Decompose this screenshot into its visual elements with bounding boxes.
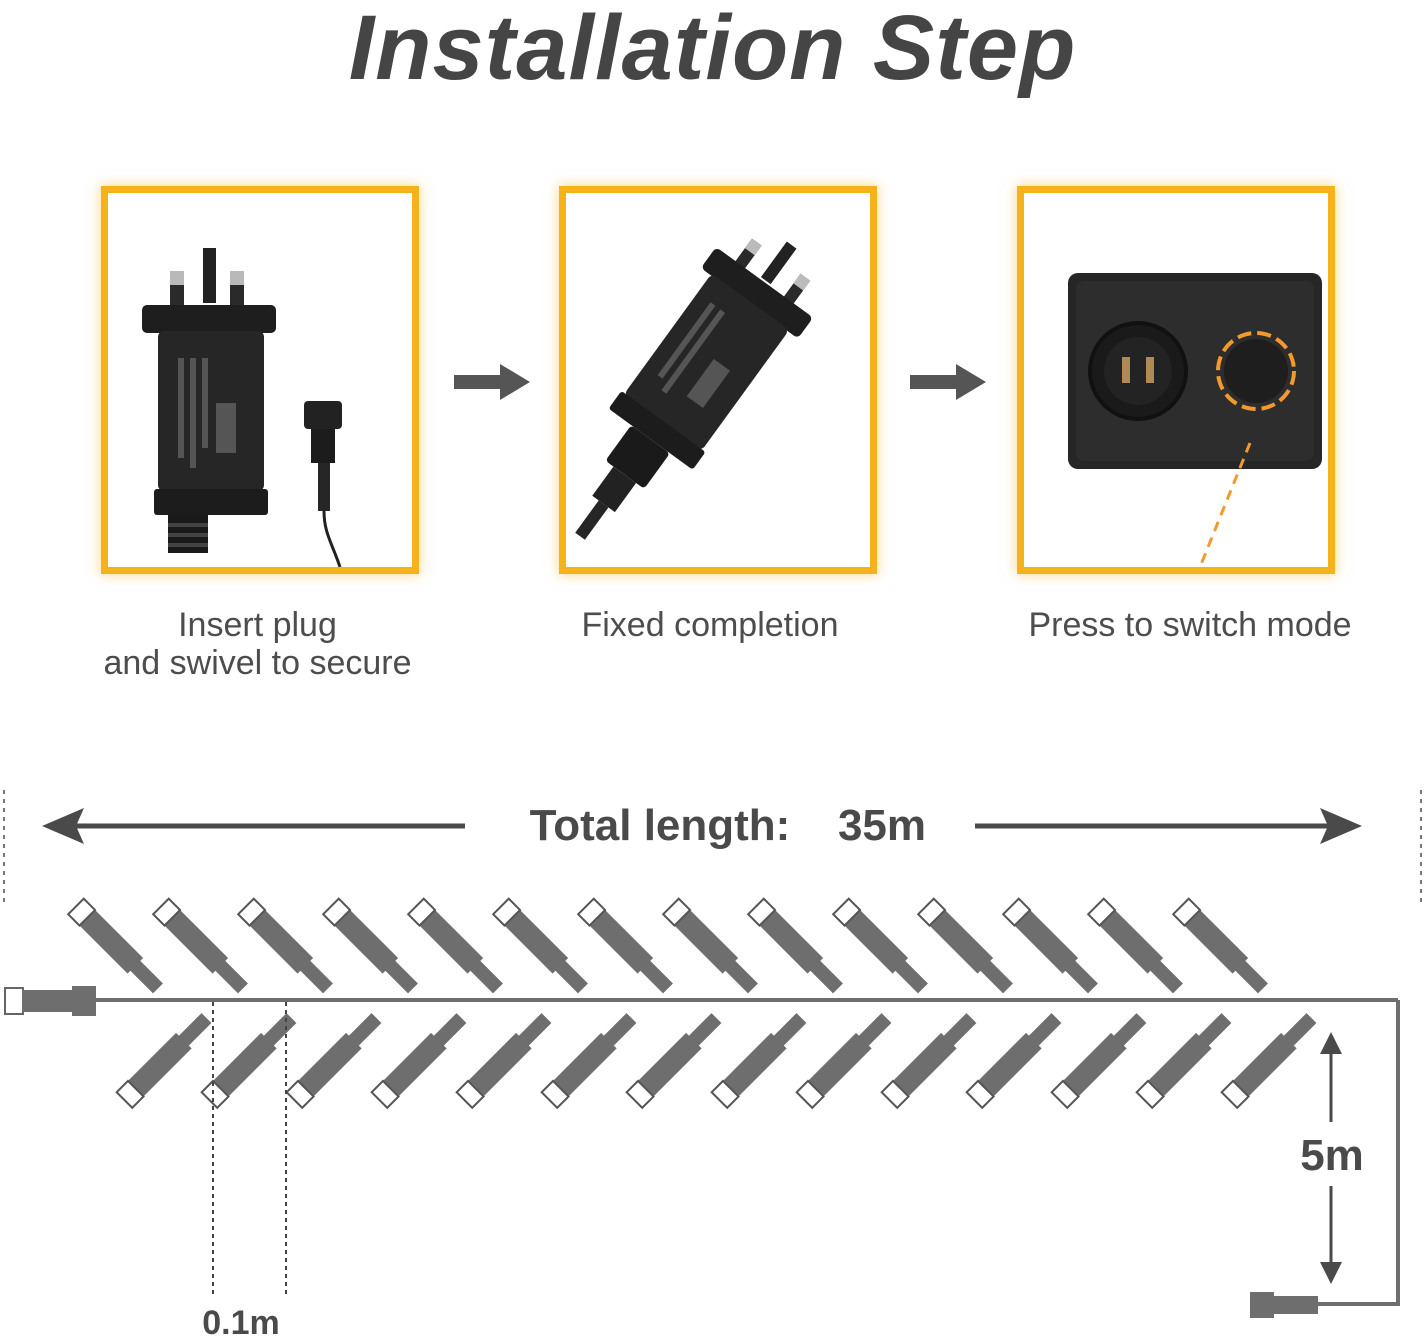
- bulb-spacing-label: 0.1m: [202, 1304, 280, 1338]
- bulb-lower: [1135, 1013, 1232, 1110]
- power-adapter-icon: [142, 248, 342, 567]
- bulb-lower: [880, 1013, 977, 1110]
- step-2-caption-line1: Fixed completion: [581, 606, 839, 644]
- bulb-upper: [661, 897, 758, 994]
- bulb-group: [66, 897, 1317, 1110]
- bulb-upper: [151, 897, 248, 994]
- bulb-upper: [491, 897, 588, 994]
- arrow-right-icon: [910, 364, 986, 400]
- bulb-upper: [406, 897, 503, 994]
- total-length-label: Total length:: [530, 801, 791, 850]
- bulb-lower: [1050, 1013, 1147, 1110]
- step-2-panel: [559, 186, 877, 574]
- step-1-panel: [101, 186, 419, 574]
- spacing-markers: [212, 1002, 287, 1294]
- bulb-upper: [321, 897, 418, 994]
- bulb-upper: [66, 897, 163, 994]
- bulb-upper: [576, 897, 673, 994]
- bulb-lower: [540, 1013, 637, 1110]
- bulb-lower: [455, 1013, 552, 1110]
- step-3-caption: Press to switch mode: [970, 606, 1410, 644]
- bulb-upper: [1171, 897, 1268, 994]
- end-connector: [1250, 1292, 1318, 1318]
- step-1-caption-line2: and swivel to secure: [103, 644, 412, 682]
- bulb-upper: [1086, 897, 1183, 994]
- bulb-upper: [236, 897, 333, 994]
- bulb-lower: [625, 1013, 722, 1110]
- adapter-connected-icon: [575, 238, 812, 540]
- lead-length-arrow: [1320, 1032, 1342, 1284]
- input-connector: [4, 986, 96, 1016]
- total-length-value: 35m: [838, 801, 926, 850]
- bulb-lower: [285, 1013, 382, 1110]
- step-1-caption: Insert plug and swivel to secure: [40, 606, 475, 682]
- bulb-lower: [370, 1013, 467, 1110]
- arrow-right-icon: [454, 364, 530, 400]
- bulb-lower: [965, 1013, 1062, 1110]
- bulb-upper: [831, 897, 928, 994]
- bulb-upper: [1001, 897, 1098, 994]
- bulb-lower: [115, 1013, 212, 1110]
- bulb-lower: [1220, 1013, 1317, 1110]
- bulb-upper: [916, 897, 1013, 994]
- step-3-panel: [1017, 186, 1335, 574]
- step-2-caption: Fixed completion: [520, 606, 900, 644]
- bulb-lower: [710, 1013, 807, 1110]
- bulb-lower: [795, 1013, 892, 1110]
- controller-box-icon: [1068, 273, 1322, 567]
- lead-length-label: 5m: [1300, 1131, 1364, 1180]
- total-length-arrow: [42, 808, 1362, 844]
- step-3-caption-line1: Press to switch mode: [1028, 606, 1352, 644]
- main-wire: [90, 998, 1400, 1306]
- page-title: Installation Step: [348, 0, 1077, 99]
- bulb-upper: [746, 897, 843, 994]
- bulb-lower: [200, 1013, 297, 1110]
- step-1-caption-line1: Insert plug: [178, 606, 337, 644]
